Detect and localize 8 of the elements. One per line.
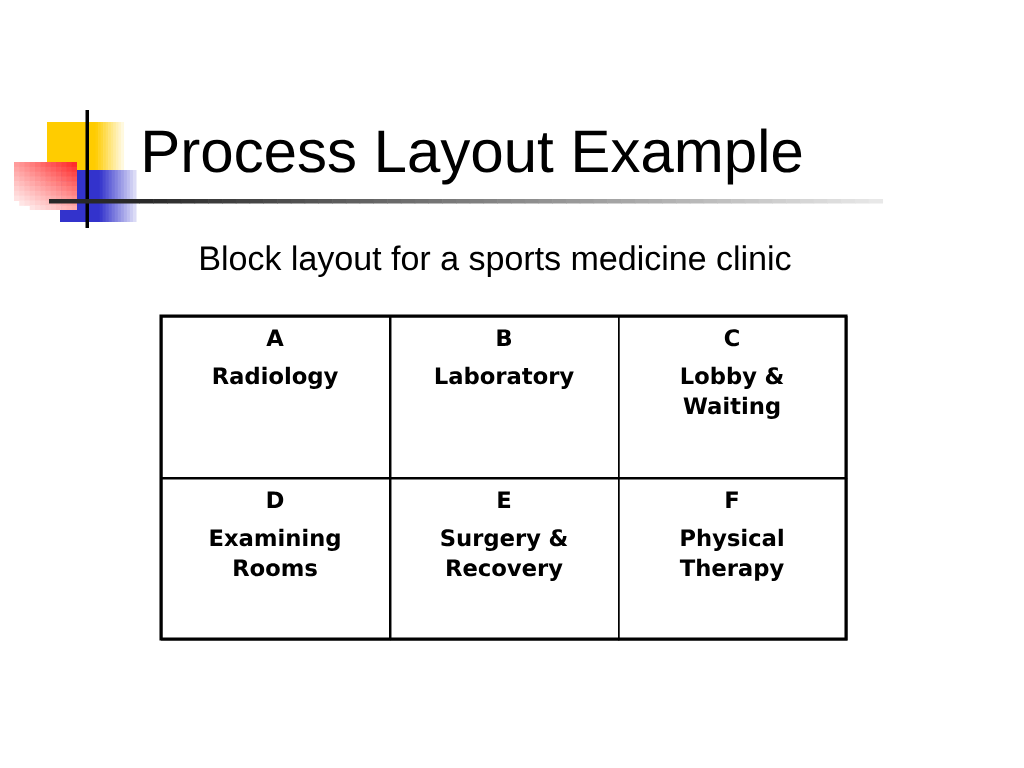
table-cell: F Physical Therapy [618,478,848,641]
slide-title: Process Layout Example [145,128,802,185]
subtitle: Block layout for a sports medicine clinic [201,245,791,278]
table-cell: A Radiology [161,316,391,479]
table-cell: B Laboratory [390,316,620,479]
table-cell: C Lobby & Waiting [618,316,848,479]
table-cell: E Surgery & Recovery [390,478,620,641]
table-cell: D Examining Rooms [161,478,391,641]
